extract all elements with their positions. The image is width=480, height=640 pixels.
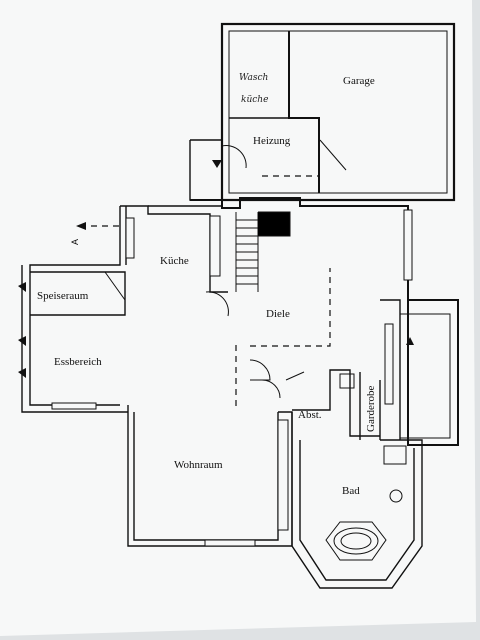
room-label-diele: Diele (266, 308, 290, 320)
toilet (389, 489, 403, 503)
room-label-speiseraum: Speiseraum (37, 290, 89, 302)
room-label-wohnraum: Wohnraum (174, 459, 223, 471)
section-marker-a: A (70, 239, 80, 245)
windows (51, 209, 413, 547)
shower-box (383, 445, 407, 465)
dashed-lines (80, 175, 331, 410)
door-swings (205, 139, 347, 399)
bathtub (325, 521, 387, 561)
markers (18, 160, 414, 378)
room-label-garderobe: Garderobe (365, 385, 377, 432)
handwritten-label-line2: küche (241, 95, 268, 105)
handwritten-label-line1: Wasch (239, 73, 268, 83)
staircase (235, 211, 291, 292)
room-label-essbereich: Essbereich (54, 356, 102, 368)
room-label-abst: Abst. (298, 409, 322, 421)
room-label-garage: Garage (343, 75, 375, 87)
appliance-box (339, 373, 355, 389)
room-label-kueche: Küche (160, 255, 189, 267)
room-label-heizung: Heizung (253, 135, 291, 147)
room-label-bad: Bad (342, 485, 360, 497)
